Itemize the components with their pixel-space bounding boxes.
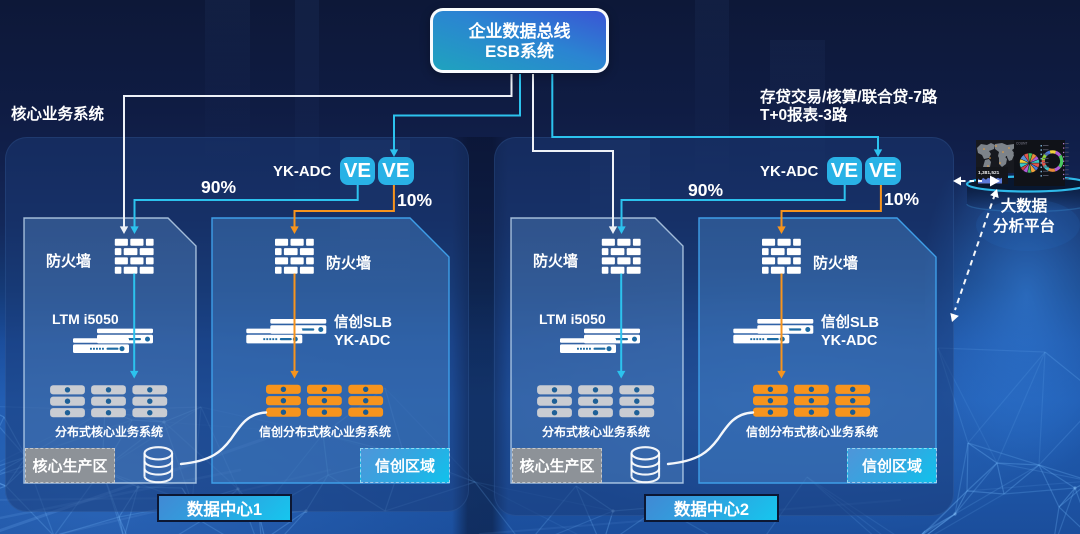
svg-text:1,381,521: 1,381,521 — [978, 170, 1000, 176]
svg-text:COUNT: COUNT — [1016, 142, 1027, 146]
